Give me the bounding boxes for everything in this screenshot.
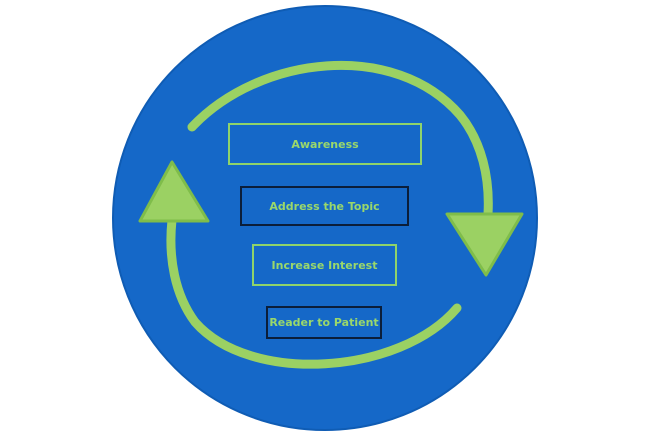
stage-label: Reader to Patient [269, 316, 379, 329]
stage-label: Increase Interest [271, 258, 378, 272]
stage-box-awareness: Awareness [228, 123, 422, 165]
stage-label: Address the Topic [269, 199, 380, 213]
background-circle [112, 5, 538, 431]
stage-box-reader-to-patient: Reader to Patient [266, 306, 382, 339]
stage-box-increase-interest: Increase Interest [252, 244, 397, 286]
stage-label: Awareness [291, 137, 359, 151]
stage-box-address-the-topic: Address the Topic [240, 186, 409, 226]
cycle-arrow-right-icon [187, 60, 524, 277]
cycle-arrow-left-icon [138, 160, 462, 369]
